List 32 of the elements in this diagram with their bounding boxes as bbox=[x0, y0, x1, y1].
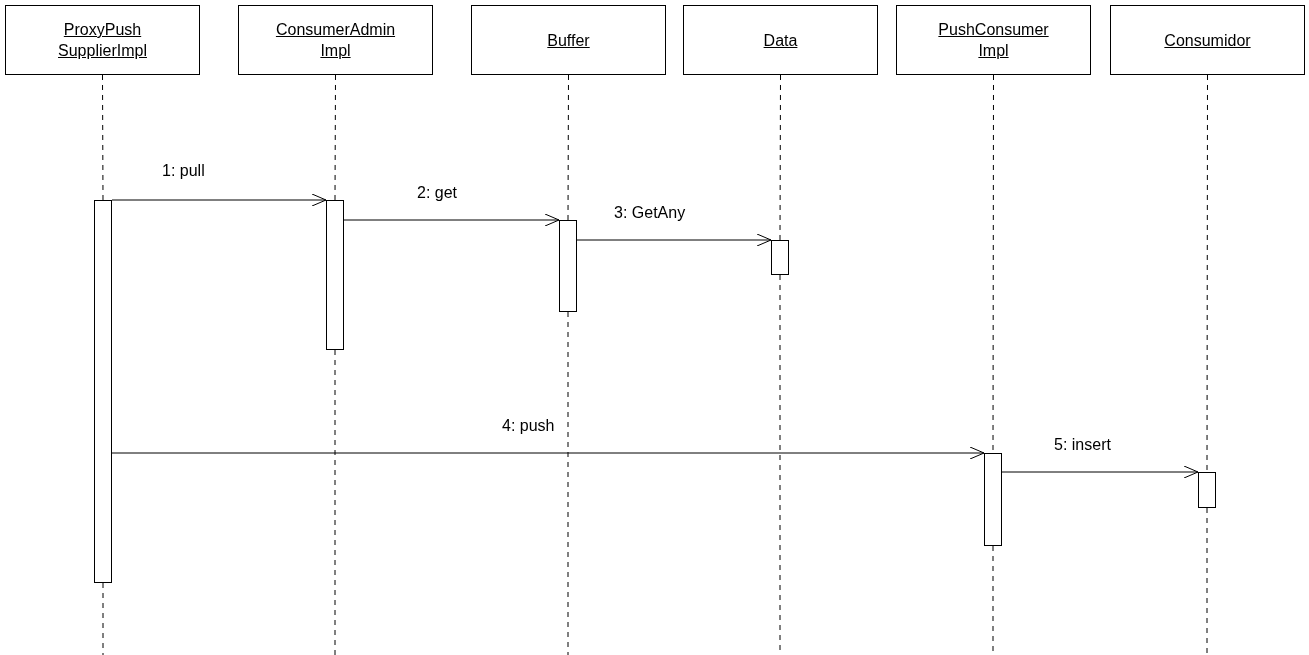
lifeline bbox=[779, 74, 781, 241]
lifeline bbox=[567, 74, 569, 221]
message-arrow bbox=[111, 446, 985, 460]
activation-bar bbox=[559, 220, 577, 312]
lifeline bbox=[1206, 74, 1208, 473]
object-box bbox=[683, 5, 878, 75]
lifeline bbox=[102, 74, 104, 201]
message-arrow bbox=[576, 233, 772, 247]
object-box bbox=[471, 5, 666, 75]
message-arrow bbox=[111, 193, 327, 207]
object-name: Data bbox=[763, 30, 798, 51]
activation-bar bbox=[984, 453, 1002, 546]
message-label: 1: pull bbox=[160, 162, 207, 180]
activation-bar bbox=[326, 200, 344, 350]
object-box bbox=[5, 5, 200, 75]
object-name: PushConsumer Impl bbox=[937, 20, 1050, 61]
object-box bbox=[1110, 5, 1305, 75]
message-arrow bbox=[343, 213, 560, 227]
object-name: ProxyPush SupplierImpl bbox=[57, 20, 148, 61]
object-name: ConsumerAdmin Impl bbox=[274, 20, 397, 61]
activation-bar bbox=[1198, 472, 1216, 508]
message-label: 3: GetAny bbox=[612, 204, 688, 222]
object-box bbox=[238, 5, 433, 75]
object-box bbox=[896, 5, 1091, 75]
object-name: Consumidor bbox=[1164, 30, 1251, 51]
activation-bar bbox=[771, 240, 789, 275]
activation-bar bbox=[94, 200, 112, 583]
message-arrow bbox=[1001, 465, 1199, 479]
message-label: 4: push bbox=[500, 417, 557, 435]
message-label: 2: get bbox=[415, 184, 460, 202]
object-name: Buffer bbox=[547, 30, 590, 51]
lifeline bbox=[334, 74, 336, 201]
